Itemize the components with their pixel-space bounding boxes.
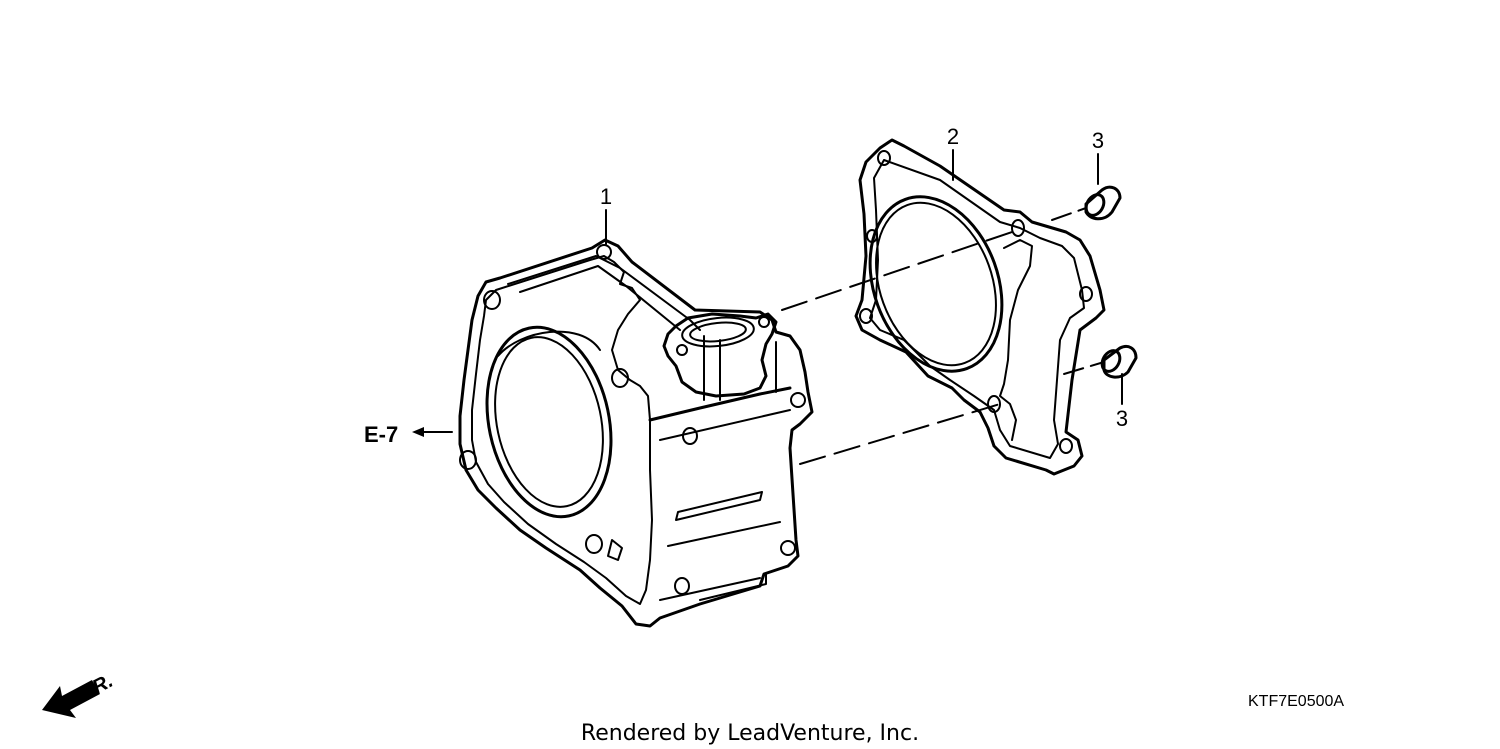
reference-label: E-7 bbox=[364, 422, 398, 447]
dowel-lower-drawing bbox=[1100, 344, 1138, 379]
callout-dowel-upper: 3 bbox=[1092, 128, 1104, 153]
callout-gasket: 2 bbox=[947, 124, 959, 149]
callout-leaders bbox=[605, 149, 1123, 405]
cylinder-drawing bbox=[458, 238, 814, 628]
front-direction-indicator: FR. bbox=[42, 670, 117, 718]
callout-dowel-lower: 3 bbox=[1116, 406, 1128, 431]
diagram-code: KTF7E0500A bbox=[1248, 693, 1344, 710]
credit-text: Rendered by LeadVenture, Inc. bbox=[581, 721, 919, 746]
callout-cylinder: 1 bbox=[600, 184, 612, 209]
dowel-upper-drawing bbox=[1084, 185, 1122, 221]
front-arrow-icon bbox=[42, 680, 100, 718]
alignment-lines bbox=[781, 207, 1105, 465]
gasket-drawing bbox=[854, 138, 1106, 476]
reference-arrow-icon bbox=[412, 427, 424, 437]
reference-e7[interactable]: E-7 bbox=[364, 422, 453, 447]
